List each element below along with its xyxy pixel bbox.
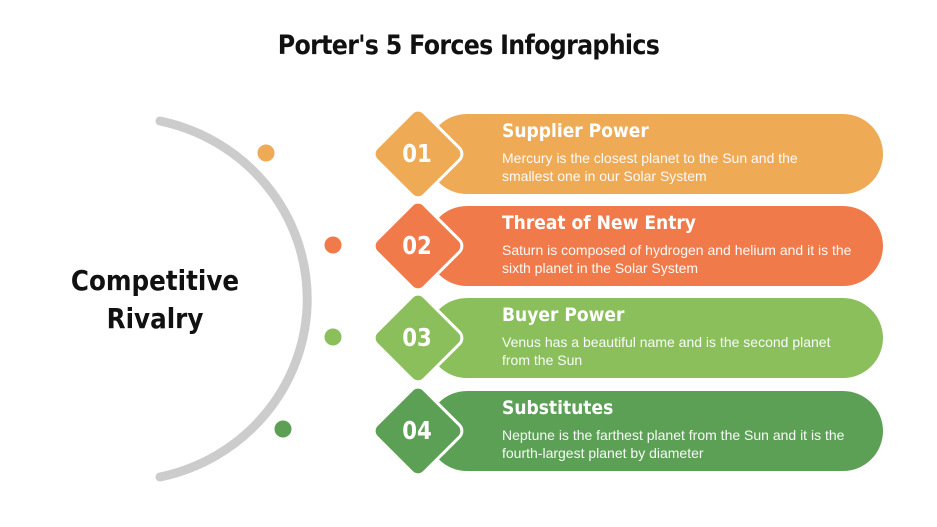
force-heading: Substitutes [502, 397, 614, 419]
force-heading: Supplier Power [502, 120, 649, 142]
number-badge: 04 [367, 380, 469, 482]
force-bar [427, 298, 883, 378]
number-badge: 01 [367, 103, 469, 205]
force-heading: Threat of New Entry [502, 212, 696, 234]
force-item-3: 03 Buyer Power Venus has a beautiful nam… [367, 287, 887, 389]
page-title: Porter's 5 Forces Infographics [277, 30, 660, 61]
number-badge: 02 [367, 195, 469, 297]
arc-dot-2 [321, 233, 345, 257]
center-label-line2: Rivalry [106, 302, 204, 335]
force-heading: Buyer Power [502, 304, 625, 326]
force-number: 03 [402, 323, 432, 352]
force-item-4: 04 Substitutes Neptune is the farthest p… [367, 380, 887, 482]
force-bar [427, 391, 883, 471]
force-description: Venus has a beautiful name and is the se… [502, 334, 831, 368]
center-label-line1: Competitive [70, 264, 240, 297]
force-description: Mercury is the closest planet to the Sun… [502, 150, 798, 184]
arc-dot-4 [271, 417, 295, 441]
number-badge: 03 [367, 287, 469, 389]
center-label: Competitive Rivalry [67, 262, 243, 338]
force-description: Saturn is composed of hydrogen and heliu… [502, 242, 852, 276]
force-number: 04 [402, 416, 432, 445]
force-number: 02 [402, 231, 432, 260]
arc-dot-3 [321, 325, 345, 349]
force-description: Neptune is the farthest planet from the … [502, 427, 845, 461]
arc-dot-1 [254, 141, 278, 165]
force-item-1: 01 Supplier Power Mercury is the closest… [367, 103, 887, 205]
force-item-2: 02 Threat of New Entry Saturn is compose… [367, 195, 887, 297]
force-bar [427, 114, 883, 194]
force-bar [427, 206, 883, 286]
force-number: 01 [402, 139, 432, 168]
